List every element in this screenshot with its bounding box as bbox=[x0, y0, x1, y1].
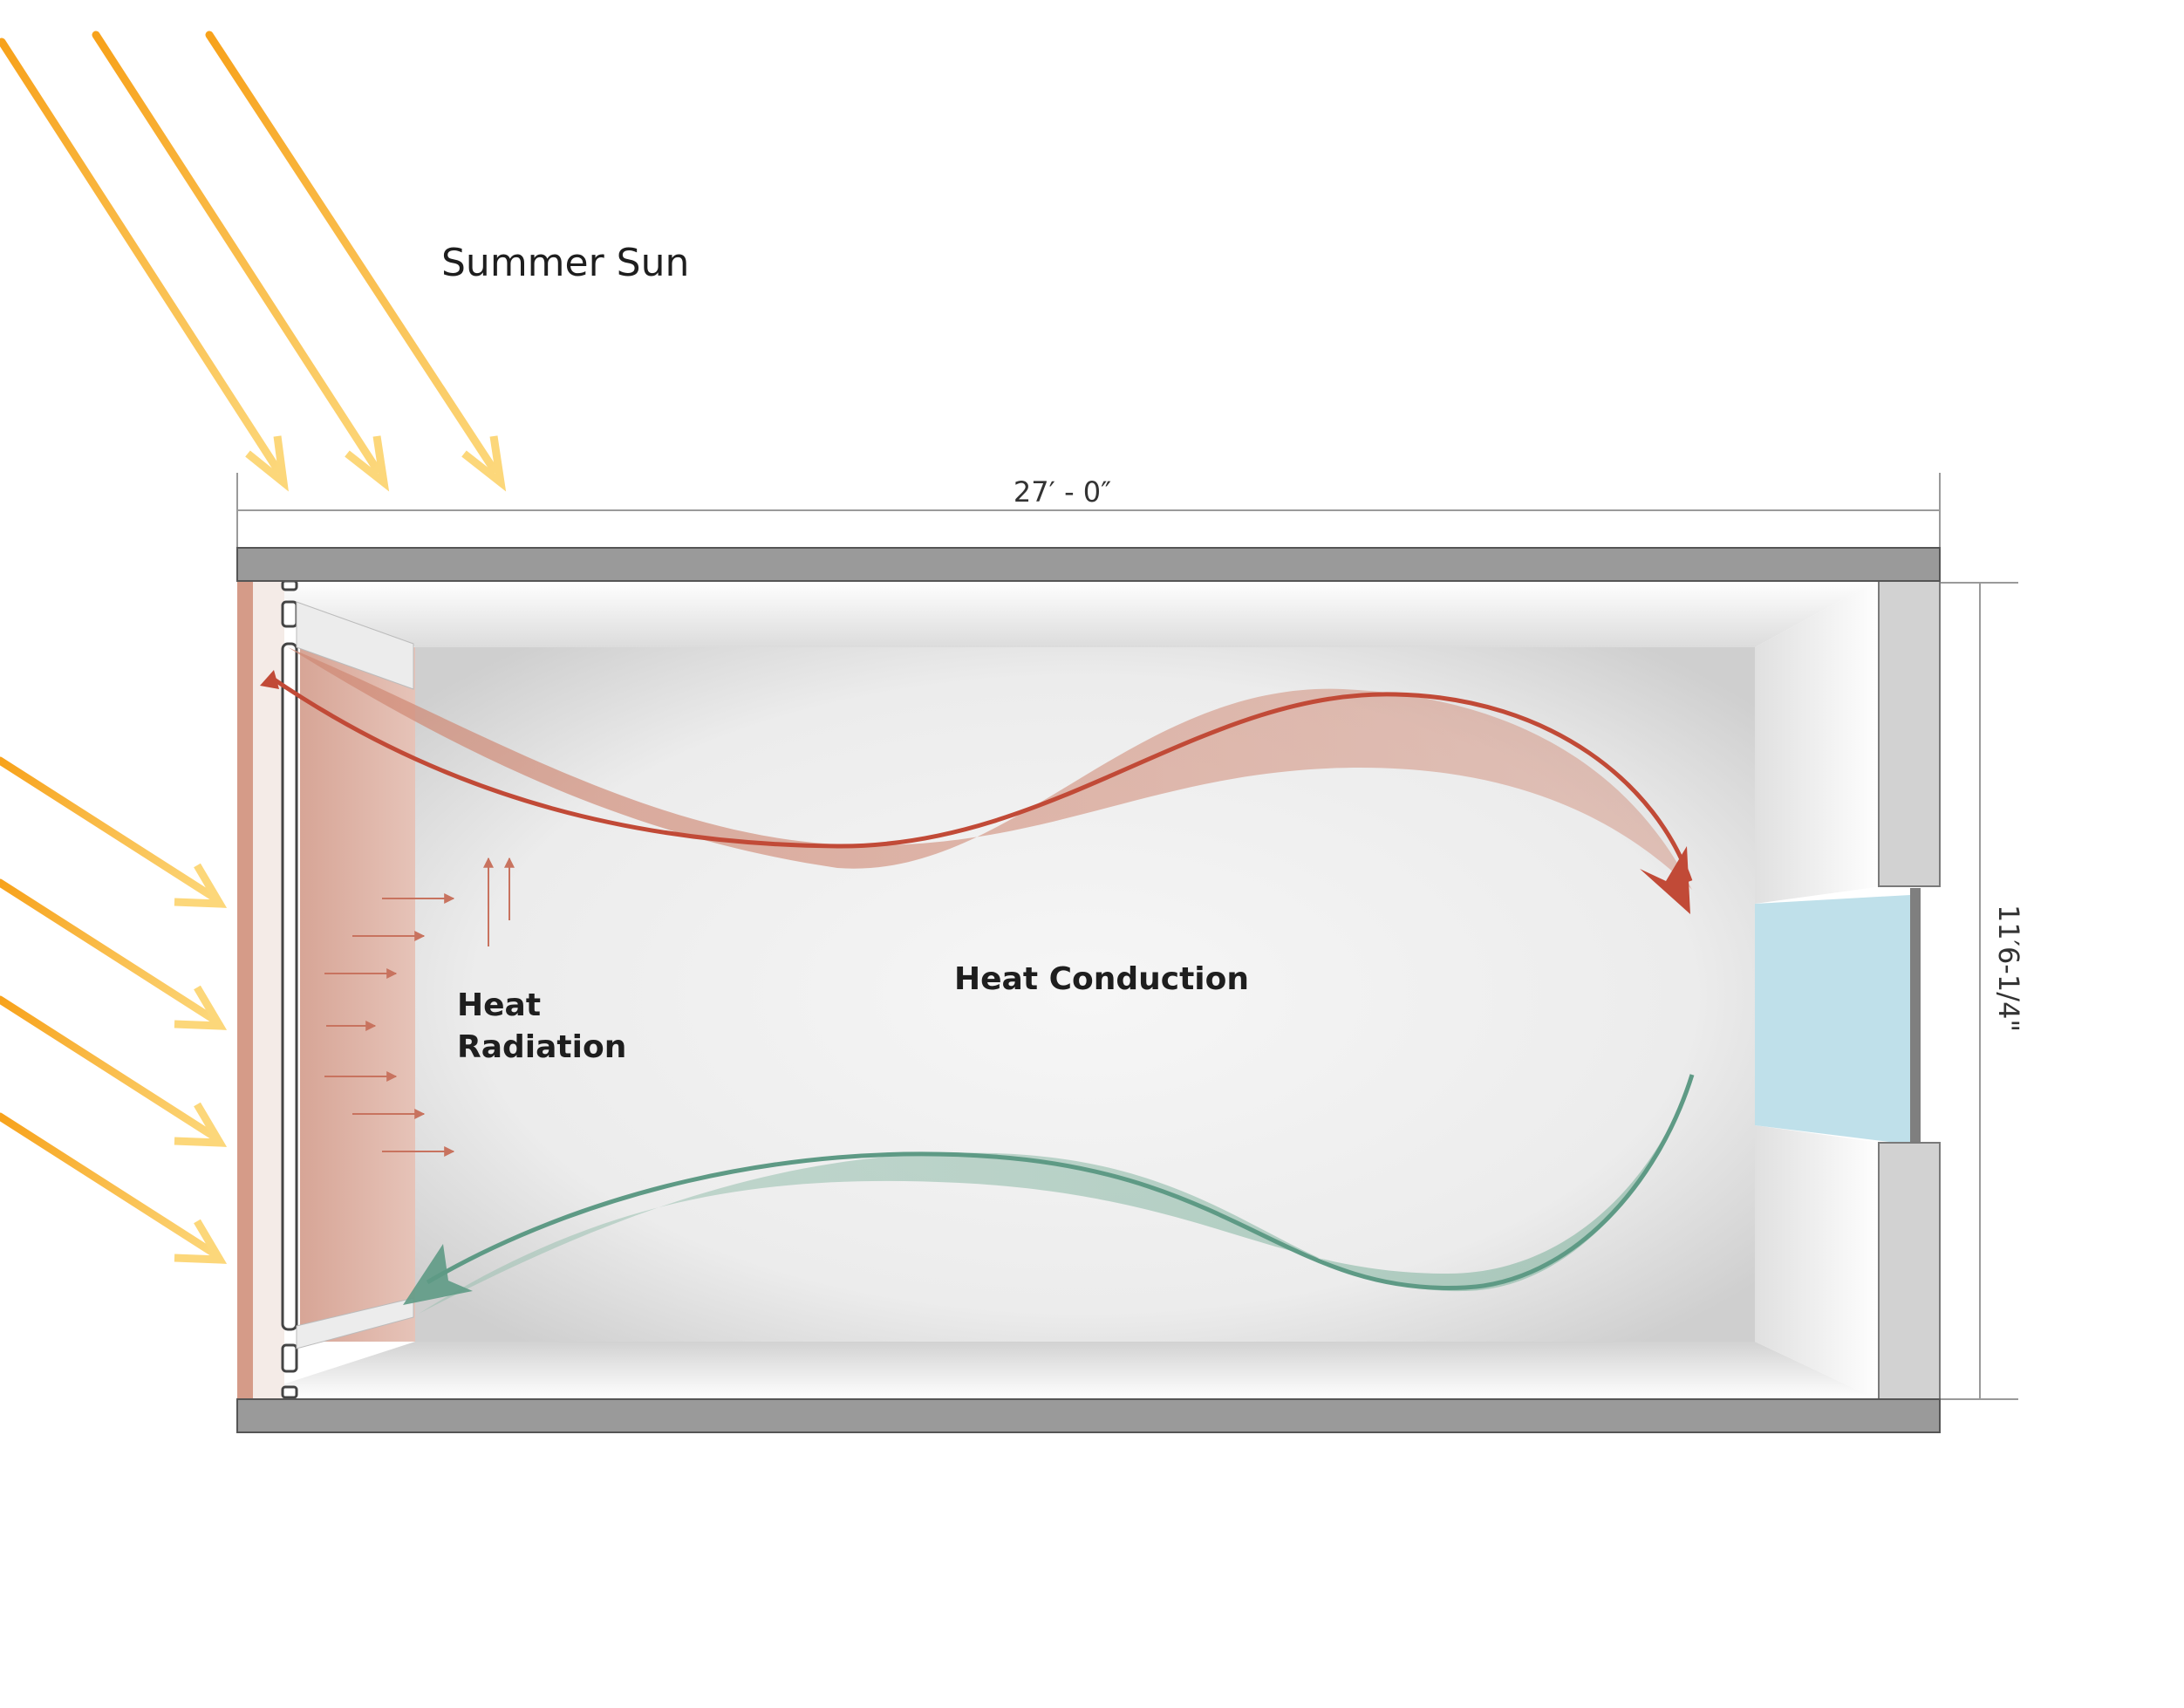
cool-flow-line bbox=[426, 1074, 1695, 1291]
sun-ray bbox=[0, 878, 217, 1023]
light-shelf-bottom bbox=[296, 1297, 414, 1349]
arrowhead-icon bbox=[174, 1219, 228, 1264]
arrowhead-icon bbox=[174, 985, 228, 1030]
arrowhead-icon bbox=[461, 435, 507, 492]
sun-ray bbox=[0, 38, 282, 474]
sun-ray bbox=[205, 31, 498, 474]
width-dimension bbox=[236, 473, 1941, 550]
warm-air-flow bbox=[260, 647, 1693, 914]
right-wall-pier-upper bbox=[1878, 580, 1941, 887]
heat-radiation-label-line2: Radiation bbox=[457, 1029, 626, 1065]
sun-ray bbox=[92, 31, 381, 474]
warm-exterior-wall bbox=[237, 581, 253, 1399]
sun-ray bbox=[0, 1112, 217, 1257]
summer-sun-rays bbox=[0, 31, 498, 474]
warm-arrowhead-icon bbox=[1640, 846, 1690, 914]
floor-slab bbox=[236, 1398, 1941, 1433]
heat-conduction-label: Heat Conduction bbox=[954, 961, 1249, 997]
incoming-sun-rays bbox=[0, 756, 217, 1257]
incoming-ray-arrowheads bbox=[174, 863, 228, 1264]
window-slots bbox=[281, 579, 298, 1399]
warm-start-arrowhead-icon bbox=[260, 670, 279, 689]
right-wall-pier-lower bbox=[1878, 1142, 1941, 1400]
arrowhead-icon bbox=[174, 863, 228, 908]
bottom-wall bbox=[237, 1342, 1877, 1399]
height-dimension-label: 11′6-1/4" bbox=[1992, 905, 2025, 1032]
right-wall-lower bbox=[1755, 1125, 1882, 1399]
heat-radiation-label-line1: Heat bbox=[457, 987, 541, 1023]
top-wall bbox=[237, 581, 1877, 647]
room bbox=[236, 547, 1941, 1433]
width-dimension-label: 27′ - 0″ bbox=[1014, 475, 1111, 509]
sun-ray bbox=[0, 995, 217, 1140]
arrowhead-icon bbox=[245, 435, 289, 492]
summer-sun-label: Summer Sun bbox=[441, 241, 689, 285]
sun-ray-arrowheads bbox=[245, 435, 507, 492]
ceiling-slab bbox=[236, 547, 1941, 582]
warm-flow-band bbox=[288, 647, 1692, 890]
height-dimension bbox=[1940, 582, 2018, 1400]
arrowhead-icon bbox=[174, 1102, 228, 1147]
warm-flow-line bbox=[269, 674, 1693, 882]
arrowhead-icon bbox=[345, 435, 390, 492]
heat-radiation-arrows bbox=[324, 857, 515, 1157]
right-wall-upper bbox=[1755, 581, 1882, 904]
light-shelf-top bbox=[296, 601, 414, 690]
cool-arrowhead-icon bbox=[403, 1244, 473, 1305]
window-frame bbox=[1910, 888, 1921, 1146]
sun-ray bbox=[0, 756, 217, 901]
heated-wall-zone bbox=[300, 647, 415, 1342]
left-wall-cavity bbox=[253, 581, 284, 1399]
window-glass bbox=[1755, 895, 1910, 1144]
cool-air-flow bbox=[403, 1074, 1695, 1314]
